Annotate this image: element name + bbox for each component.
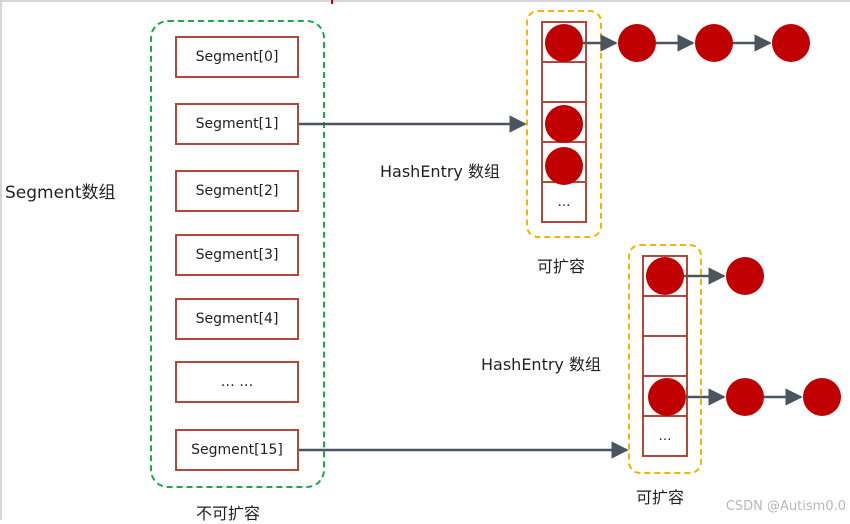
expandable-label-2: 可扩容	[636, 488, 685, 507]
hashentry-table-1-group	[526, 10, 602, 238]
hashentry-node	[646, 257, 684, 295]
hashentry-node	[726, 257, 764, 295]
hashentry-cell	[541, 61, 587, 103]
hashentry-table-2-group	[628, 244, 702, 474]
hashentry-cell-ellipsis: …	[541, 181, 587, 223]
hashentry-node	[545, 24, 583, 62]
hashentry-node	[772, 24, 810, 62]
hashentry-array-label-2: HashEntry 数组	[481, 355, 601, 374]
watermark: CSDN @Autism0.0	[725, 499, 846, 514]
segment-3: Segment[3]	[175, 234, 299, 276]
hashentry-node	[545, 105, 583, 143]
hashentry-node	[726, 378, 764, 416]
top-mark	[331, 0, 333, 4]
hashentry-node	[545, 147, 583, 185]
segment-array-group	[150, 20, 325, 488]
segment-1: Segment[1]	[175, 103, 299, 145]
segment-array-label: Segment数组	[5, 183, 116, 203]
segment-0: Segment[0]	[175, 36, 299, 78]
hashentry-cell-ellipsis: …	[642, 415, 688, 457]
not-expandable-label: 不可扩容	[196, 504, 261, 523]
segment-2: Segment[2]	[175, 170, 299, 212]
hashentry-cell	[642, 335, 688, 377]
hashentry-cell	[642, 295, 688, 337]
hashentry-node	[695, 24, 733, 62]
hashentry-node	[803, 378, 841, 416]
hashentry-node	[618, 24, 656, 62]
segment-4: Segment[4]	[175, 298, 299, 340]
segment-ellipsis: … …	[175, 361, 299, 403]
expandable-label-1: 可扩容	[537, 257, 586, 276]
hashentry-array-label-1: HashEntry 数组	[380, 162, 500, 181]
hashentry-node	[648, 378, 686, 416]
segment-15: Segment[15]	[175, 429, 299, 471]
